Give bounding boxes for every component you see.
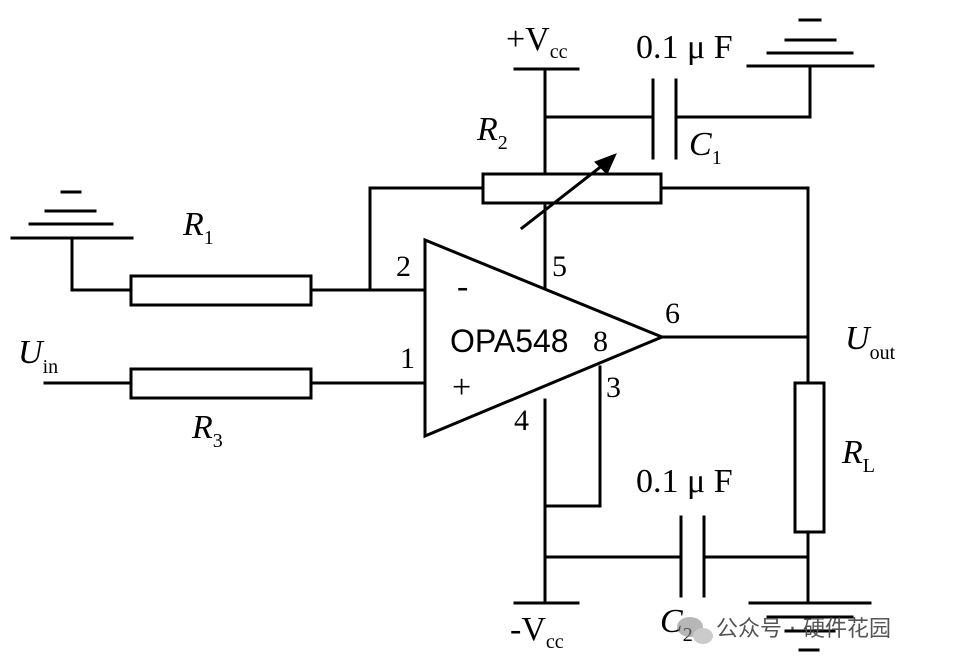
label-rl: RL	[841, 434, 875, 477]
negative-supply-rail	[513, 398, 580, 605]
pin-number-2: 2	[396, 250, 411, 283]
load-resistor-rl	[793, 381, 826, 605]
pin-number-8: 8	[593, 325, 608, 358]
label-inverting-sign: -	[457, 268, 468, 305]
label-vcc-positive: +Vcc	[506, 21, 568, 63]
feedback-resistor-r2	[368, 153, 810, 385]
label-uout: Uout	[845, 320, 896, 364]
pin-number-1: 1	[400, 342, 415, 375]
label-r3: R3	[191, 409, 223, 452]
label-c2-value: 0.1 μ F	[636, 463, 733, 500]
pin3-loop	[543, 365, 602, 508]
pin-number-5: 5	[552, 250, 567, 283]
opamp-opa548	[423, 237, 666, 439]
label-uin: Uin	[18, 334, 58, 378]
watermark: 公众号 · 硬件花园	[677, 617, 891, 644]
label-r2: R2	[476, 111, 508, 154]
label-vcc-negative: -Vcc	[510, 611, 564, 653]
pin-number-4: 4	[514, 404, 529, 437]
resistor-r3	[43, 367, 427, 400]
pin-number-3: 3	[606, 371, 621, 404]
wechat-icon	[677, 617, 713, 644]
ground-symbol-bottom-right	[748, 601, 872, 652]
capacitor-c1	[543, 66, 812, 160]
watermark-text: 公众号 · 硬件花园	[716, 617, 891, 642]
label-noninverting-sign: +	[452, 369, 471, 406]
ground-symbol-left	[10, 190, 134, 292]
capacitor-c2	[543, 515, 810, 598]
label-r1: R1	[182, 206, 214, 249]
pin-number-6: 6	[665, 297, 680, 330]
label-c1-value: 0.1 μ F	[636, 29, 733, 66]
label-c1: C1	[689, 126, 722, 169]
label-opamp-name: OPA548	[450, 323, 569, 359]
ground-symbol-top-right	[746, 18, 875, 68]
resistor-r1	[70, 274, 427, 307]
